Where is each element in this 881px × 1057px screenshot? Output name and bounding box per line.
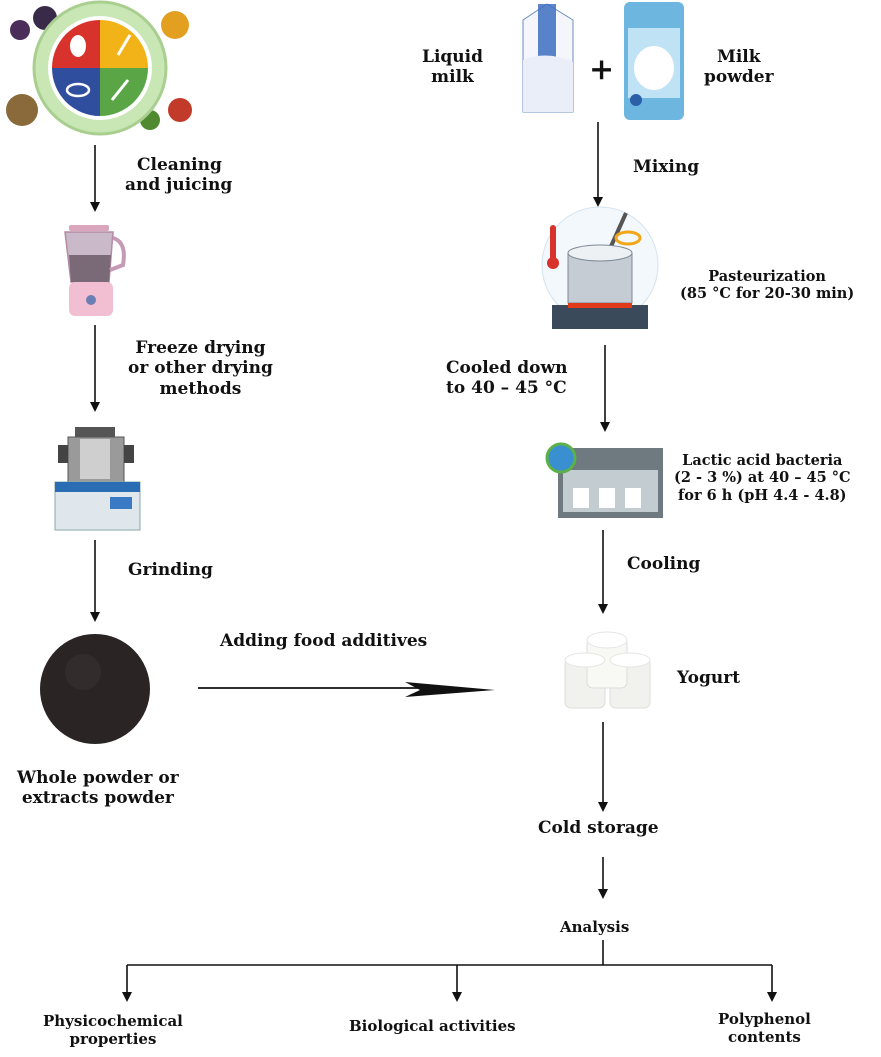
label-line: and juicing: [125, 175, 233, 196]
label-line: (2 - 3 %) at 40 – 45 °C: [674, 469, 851, 487]
blender-icon: [64, 225, 126, 316]
yogurt-label: Yogurt: [677, 668, 741, 688]
label-line: Pasteurization: [708, 268, 826, 285]
mixing-label: Mixing: [633, 157, 700, 177]
physicochemical-label: Physicochemical properties: [43, 1012, 183, 1048]
pasteurization-pot-icon: [541, 206, 659, 329]
label-line: Liquid: [422, 47, 484, 67]
label-line: powder: [704, 67, 774, 88]
liquid-milk-label: Liquid milk: [422, 47, 483, 88]
adding-additives-label: Adding food additives: [220, 631, 428, 651]
product-powder-label: Whole powder or extracts powder: [17, 768, 179, 809]
biological-activities-label: Biological activities: [349, 1017, 516, 1035]
label-line: or other drying: [128, 358, 273, 379]
label-line: Physicochemical: [43, 1012, 183, 1030]
label-line: methods: [159, 378, 242, 399]
step-drying-label: Freeze drying or other drying methods: [128, 338, 273, 399]
step-grinding-label: Grinding: [128, 560, 213, 580]
label-line: to 40 – 45 °C: [446, 378, 567, 399]
label-line: Polyphenol: [718, 1010, 811, 1028]
label-line: for 6 h (pH 4.4 - 4.8): [678, 486, 847, 504]
label-line: contents: [728, 1028, 801, 1046]
yogurt-cups-icon: [564, 631, 651, 709]
freeze-dryer-icon: [54, 427, 141, 531]
label-line: Cleaning: [137, 155, 222, 175]
cold-storage-label: Cold storage: [538, 818, 659, 838]
cooled-down-label: Cooled down to 40 – 45 °C: [446, 358, 568, 399]
step-cleaning-label: Cleaning and juicing: [125, 155, 232, 196]
milk-powder-bag-icon: [624, 2, 684, 120]
cooling-label: Cooling: [627, 554, 701, 574]
pasteurization-label: Pasteurization (85 °C for 20-30 min): [680, 268, 854, 303]
label-line: milk: [431, 67, 474, 88]
label-line: (85 °C for 20-30 min): [680, 285, 855, 303]
label-line: Milk: [717, 47, 761, 67]
powder-pile-icon: [40, 634, 150, 744]
label-line: extracts powder: [21, 788, 174, 809]
milk-powder-label: Milk powder: [704, 47, 774, 88]
plus-sign: +: [589, 52, 615, 87]
label-line: Freeze drying: [135, 338, 266, 358]
arrow-add-to-yogurt: [405, 682, 495, 697]
fermentation-tank-icon: [545, 442, 663, 518]
milk-carton-icon: [522, 3, 574, 113]
fruit-plate-icon: [6, 0, 192, 136]
analysis-label: Analysis: [560, 918, 630, 936]
polyphenol-label: Polyphenol contents: [718, 1010, 811, 1046]
label-line: properties: [69, 1030, 157, 1048]
label-line: Whole powder or: [17, 768, 179, 788]
label-line: Lactic acid bacteria: [682, 452, 843, 469]
label-line: Cooled down: [446, 358, 568, 378]
lactic-bacteria-label: Lactic acid bacteria (2 - 3 %) at 40 – 4…: [674, 452, 851, 504]
